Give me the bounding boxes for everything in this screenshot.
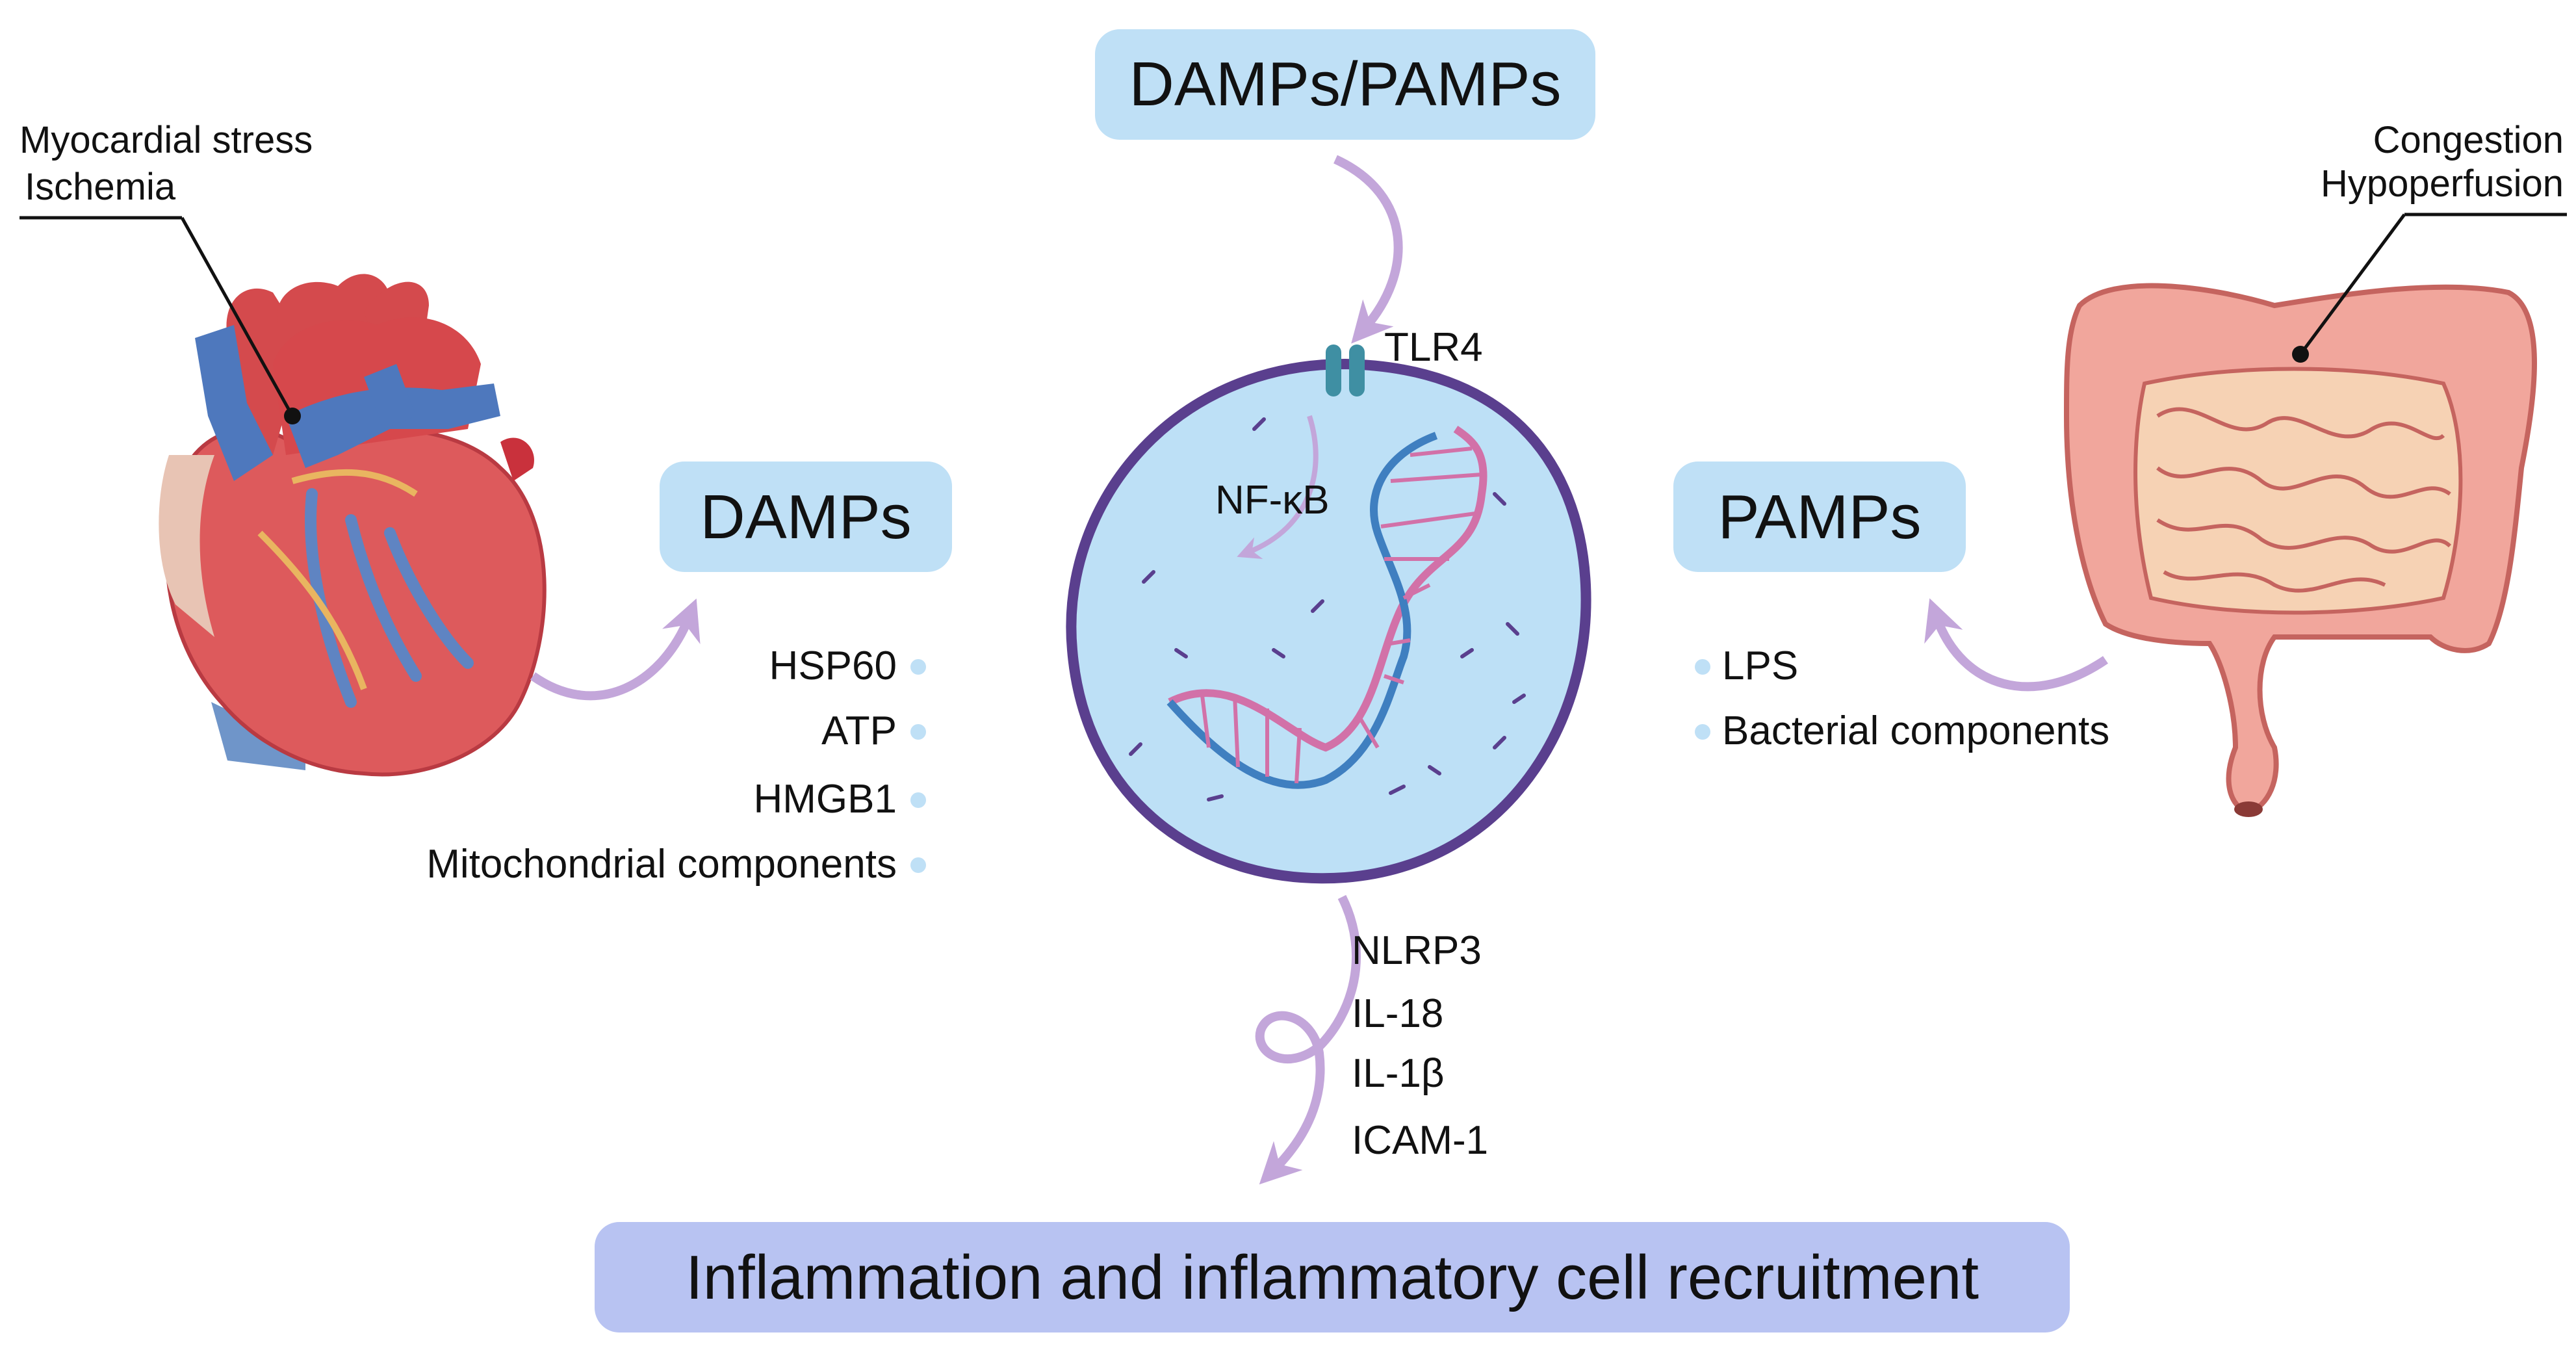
heart-annotation-line1: Myocardial stress xyxy=(19,119,313,161)
intestine-annotation-leader xyxy=(2299,213,2406,356)
heart-annotation-line2: Ischemia xyxy=(25,166,176,208)
top-to-cell-arrow xyxy=(1333,155,1403,344)
vena-cava xyxy=(195,325,273,481)
pamps-list-bullet xyxy=(1695,724,1710,740)
damps-list-item: ATP xyxy=(821,708,897,753)
pamps-list-bullet xyxy=(1695,659,1710,675)
heart-annotation-dot xyxy=(284,408,301,424)
output-list: NLRP3 IL-18 IL-1β ICAM-1 xyxy=(1352,928,1488,1163)
tlr4-label: TLR4 xyxy=(1384,325,1483,370)
damps-label: DAMPs xyxy=(700,482,911,552)
output-item: IL-1β xyxy=(1352,1051,1445,1096)
cell: TLR4 xyxy=(1066,325,1591,884)
cell-fragments xyxy=(1129,417,1526,801)
inflammation-box-bg xyxy=(595,1222,2070,1332)
nfkb-label: NF-κB xyxy=(1215,478,1330,523)
cell-to-inflammation-arrow xyxy=(1255,894,1361,1185)
inflammation-box: Inflammation and inflammatory cell recru… xyxy=(595,1222,2070,1332)
intestine-annotation-dot xyxy=(2292,346,2309,363)
damps-list-item: Mitochondrial components xyxy=(426,842,897,887)
output-item: ICAM-1 xyxy=(1352,1118,1488,1163)
output-item: NLRP3 xyxy=(1352,928,1482,973)
damps-pamps-box: DAMPs/PAMPs xyxy=(1095,29,1595,140)
small-intestine xyxy=(2133,367,2463,615)
damps-box: DAMPs xyxy=(660,462,952,572)
pamps-list: LPS Bacterial components xyxy=(1695,644,2109,753)
dna-helix-icon xyxy=(1166,426,1488,789)
heart-annotation-leader xyxy=(180,216,294,417)
nfkb-arrow xyxy=(1237,415,1319,560)
damps-box-bg xyxy=(660,462,952,572)
damps-list-bullet xyxy=(910,659,926,675)
intestine-annotation-line1: Congestion xyxy=(2373,119,2564,161)
damps-list-bullet xyxy=(910,724,926,740)
cell-membrane xyxy=(1066,358,1591,884)
intestine-annotation-line2: Hypoperfusion xyxy=(2321,162,2564,205)
pamps-label: PAMPs xyxy=(1718,482,1922,552)
tlr4-receptor-icon xyxy=(1326,344,1365,396)
intestine-illustration xyxy=(2063,283,2537,817)
damps-list-bullet xyxy=(910,792,926,808)
output-item: IL-18 xyxy=(1352,991,1443,1036)
heart-to-damps-arrow xyxy=(530,598,701,701)
damps-pamps-label: DAMPs/PAMPs xyxy=(1129,49,1562,119)
damps-list-item: HSP60 xyxy=(769,644,897,688)
inflammation-label: Inflammation and inflammatory cell recru… xyxy=(686,1243,1979,1312)
damps-list-bullet xyxy=(910,857,926,873)
pamps-box: PAMPs xyxy=(1673,462,1966,572)
damps-list-item: HMGB1 xyxy=(754,777,897,822)
damps-pamps-box-bg xyxy=(1095,29,1595,140)
heart-illustration xyxy=(159,274,547,777)
damps-list: HSP60 ATP HMGB1 Mitochondrial components xyxy=(426,644,926,887)
pamps-box-bg xyxy=(1673,462,1966,572)
intestine-to-pamps-arrow xyxy=(1924,598,2108,692)
pamps-list-item: LPS xyxy=(1722,644,1798,688)
pamps-list-item: Bacterial components xyxy=(1722,708,2109,753)
